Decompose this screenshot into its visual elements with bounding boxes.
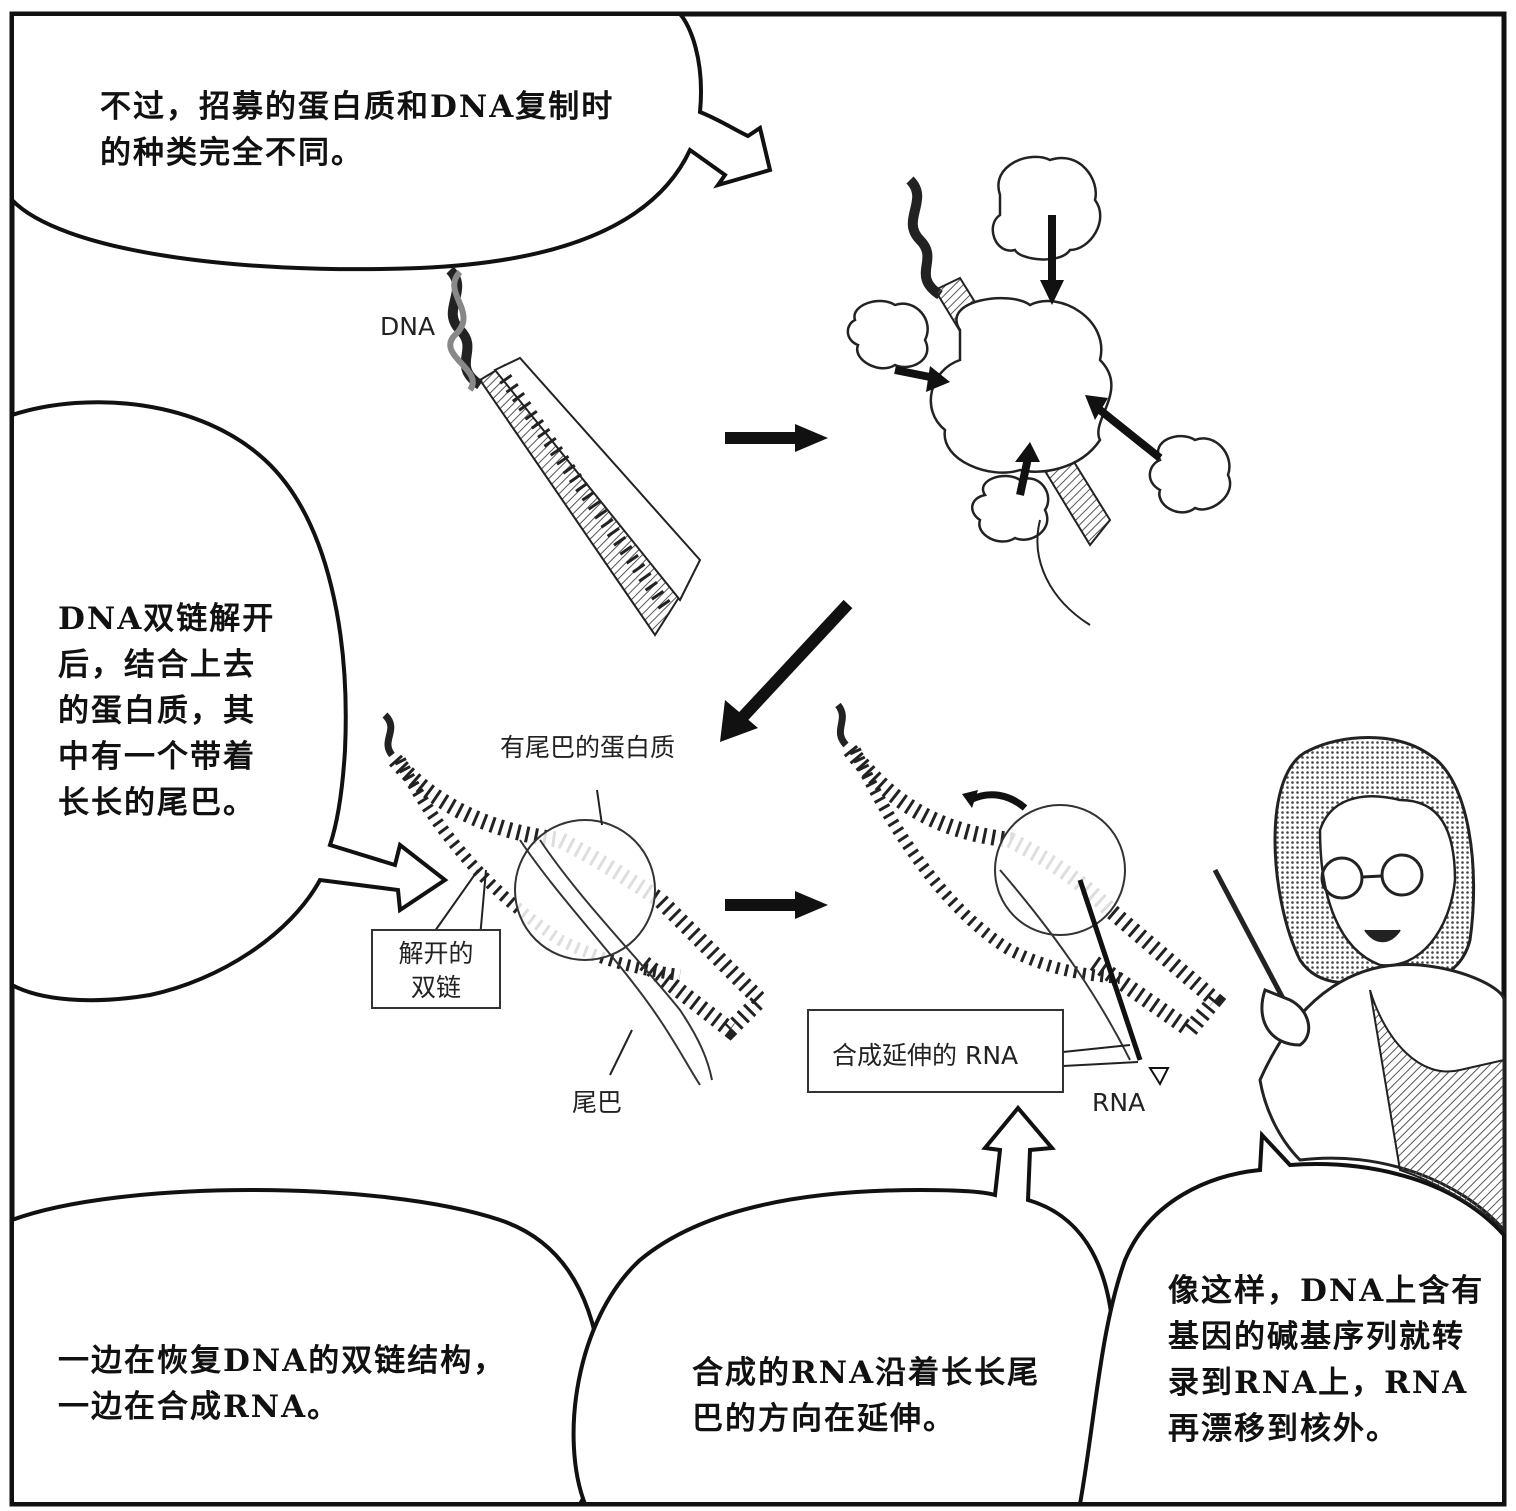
protein-binding-diagram (846, 155, 1232, 626)
rna-extending-label: 合成延伸的 RNA (832, 1041, 1019, 1070)
bottom-left-speech-text: 一边在恢复DNA的双链结构， 一边在合成RNA。 (58, 1338, 506, 1430)
speech-bubble-left (10, 400, 449, 1003)
speech-bubble-bottom-right (1077, 1130, 1506, 1506)
rna-label: RNA (1092, 1088, 1146, 1117)
unwound-strands-label: 解开的 双链 (372, 937, 500, 1005)
rna-extending-label-box (807, 1009, 1064, 1093)
bottom-right-speech-text: 像这样，DNA上含有 基因的碱基序列就转 录到RNA上，RNA 再漂移到核外。 (1168, 1268, 1484, 1452)
speech-line: 一边在合成RNA。 (58, 1389, 341, 1425)
bottom-middle-speech-text: 合成的RNA沿着长长尾 巴的方向在延伸。 (692, 1350, 1040, 1442)
dna-diagram-initial (446, 266, 702, 637)
speech-line: 录到RNA上，RNA (1168, 1365, 1469, 1401)
speech-line: 不过，招募的蛋白质和DNA复制时 (100, 89, 615, 125)
label-line: 解开的 (398, 939, 474, 968)
speech-line: DNA双链解开 (58, 601, 276, 637)
unwound-strands-label-box (371, 929, 501, 1009)
speech-line: 巴的方向在延伸。 (692, 1401, 956, 1437)
speech-line: 的蛋白质，其 (58, 693, 256, 729)
left-speech-text: DNA双链解开 后，结合上去 的蛋白质，其 中有一个带着 长长的尾巴。 (58, 596, 275, 826)
speech-line: 长长的尾巴。 (58, 785, 256, 821)
transcription-diagram-start (382, 712, 772, 1086)
arrow-diagonal (720, 599, 853, 742)
top-speech-text: 不过，招募的蛋白质和DNA复制时 的种类完全不同。 (100, 84, 614, 176)
arrow-right-2 (725, 891, 828, 919)
tailed-protein-label: 有尾巴的蛋白质 (500, 733, 676, 762)
speech-line: 中有一个带着 (58, 739, 256, 775)
speech-bubble-top (10, 12, 773, 272)
speech-line: 基因的碱基序列就转 (1168, 1319, 1465, 1355)
speech-line: 再漂移到核外。 (1168, 1411, 1399, 1447)
transcription-diagram-elongation (835, 702, 1227, 1087)
tail-label: 尾巴 (572, 1088, 623, 1117)
speech-line: 后，结合上去 (58, 647, 256, 683)
speech-line: 的种类完全不同。 (100, 135, 364, 171)
speech-line: 像这样，DNA上含有 (1168, 1273, 1485, 1309)
speech-line: 合成的RNA沿着长长尾 (692, 1355, 1041, 1391)
speech-line: 一边在恢复DNA的双链结构， (58, 1343, 507, 1379)
label-line: 双链 (410, 973, 461, 1002)
dna-label: DNA (380, 312, 436, 341)
arrow-right-1 (725, 424, 828, 452)
teacher-character (1212, 736, 1506, 1234)
speech-bubble-bottom-middle (571, 1104, 1117, 1506)
